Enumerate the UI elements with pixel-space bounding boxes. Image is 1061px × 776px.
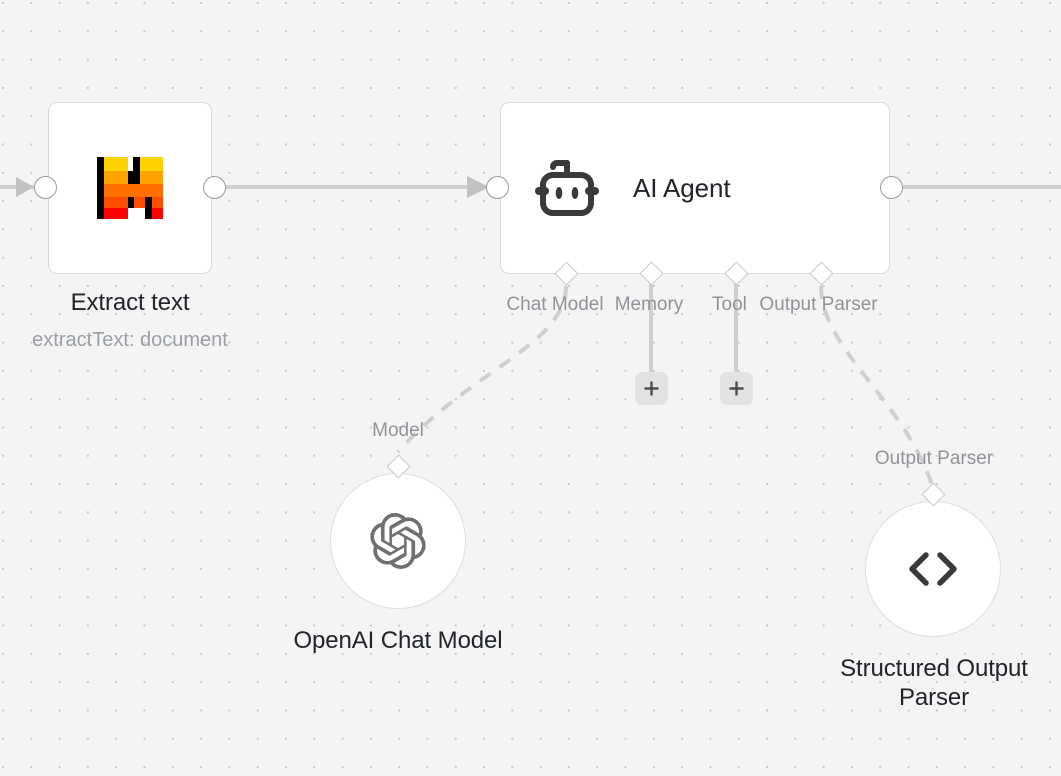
ai-agent-port-label-memory: Memory	[614, 294, 684, 315]
openai-chat-model-title: OpenAI Chat Model	[293, 627, 503, 654]
code-brackets-icon	[906, 549, 960, 589]
add-memory-button[interactable]	[635, 372, 668, 405]
openai-icon	[370, 513, 426, 569]
plus-icon	[644, 381, 659, 396]
ai-agent-output-port[interactable]	[880, 176, 903, 199]
node-extract-text[interactable]	[48, 102, 212, 274]
ai-agent-title: AI Agent	[633, 172, 731, 203]
ai-agent-port-label-chat-model: Chat Model	[506, 294, 604, 315]
node-openai-chat-model[interactable]	[330, 473, 466, 609]
robot-icon	[535, 159, 599, 217]
extract-text-input-port[interactable]	[34, 176, 57, 199]
node-structured-output-parser[interactable]	[865, 501, 1001, 637]
add-tool-button[interactable]	[720, 372, 753, 405]
structured-output-parser-port-label: Output Parser	[874, 448, 994, 469]
ai-agent-input-port[interactable]	[486, 176, 509, 199]
extract-text-title: Extract text	[70, 289, 190, 316]
plus-icon	[729, 381, 744, 396]
ai-agent-port-label-output-parser: Output Parser	[759, 294, 878, 315]
openai-chat-model-port-label: Model	[372, 420, 424, 441]
edge-arrow-into-extract-text	[16, 177, 34, 197]
node-ai-agent[interactable]: AI Agent	[500, 102, 890, 274]
mistral-h-icon	[97, 157, 163, 219]
extract-text-subtitle: extractText: document	[32, 329, 228, 351]
extract-text-output-port[interactable]	[203, 176, 226, 199]
structured-output-parser-title-line2: Parser	[898, 684, 970, 711]
structured-output-parser-title-line1: Structured Output	[840, 655, 1028, 682]
ai-agent-port-label-tool: Tool	[712, 294, 746, 315]
